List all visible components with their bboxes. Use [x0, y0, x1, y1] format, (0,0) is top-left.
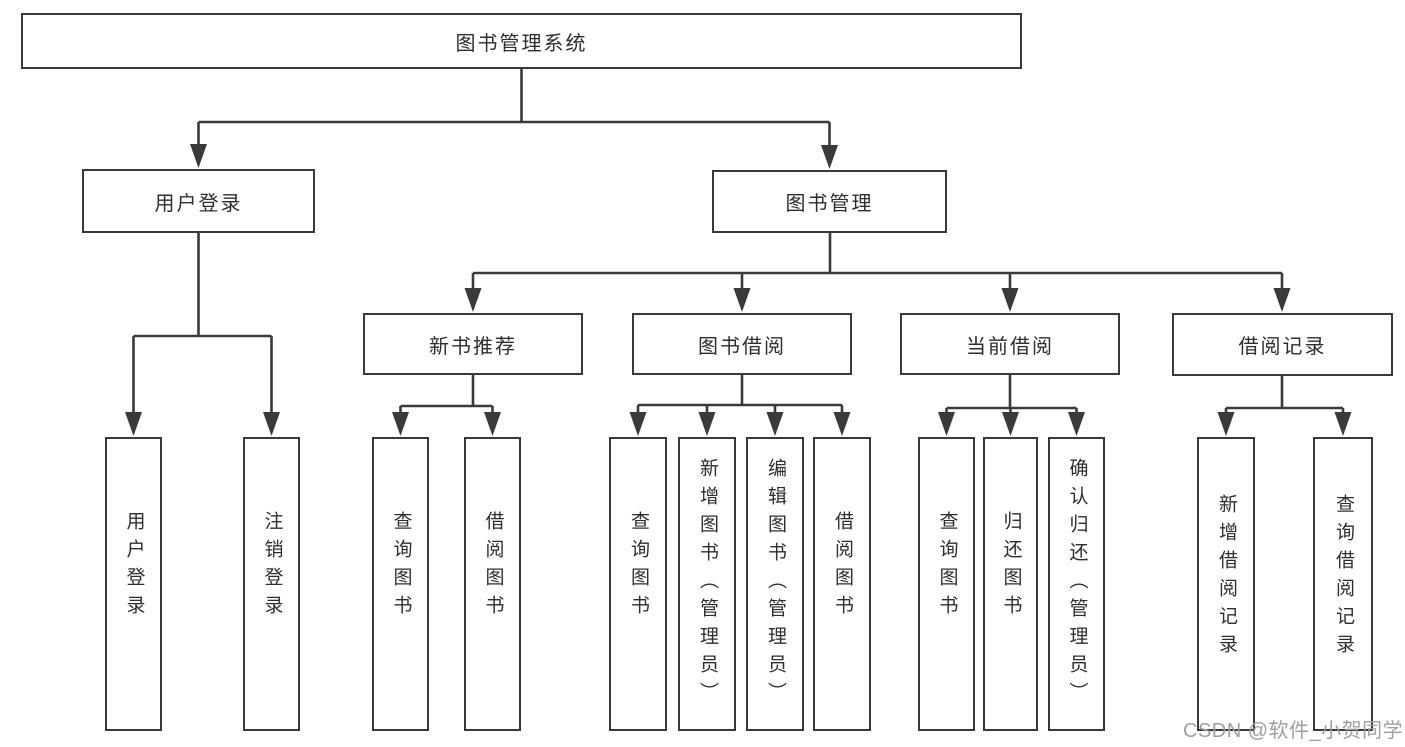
csdn-watermark: CSDN @软件_小贺同学 — [1183, 720, 1404, 742]
node-user-login: 用户登录 — [82, 169, 315, 233]
node-book-management: 图书管理 — [712, 170, 947, 233]
node-library-management-system: 图书管理系统 — [21, 13, 1022, 69]
node-current-borrowing: 当前借阅 — [900, 313, 1120, 375]
leaf-cb-query-books: 查询图书 — [918, 437, 975, 731]
leaf-bb-borrow-books: 借阅图书 — [813, 437, 871, 731]
node-book-borrowing: 图书借阅 — [632, 313, 852, 375]
leaf-logout: 注销登录 — [243, 437, 300, 731]
node-new-book-recommendation: 新书推荐 — [363, 313, 583, 375]
leaf-nr-query-books: 查询图书 — [372, 437, 429, 731]
leaf-br-add-record: 新增借阅记录 — [1197, 437, 1255, 731]
node-borrow-records: 借阅记录 — [1172, 313, 1393, 376]
leaf-bb-add-books-admin: 新增图书（管理员） — [678, 437, 736, 731]
leaf-nr-borrow-books: 借阅图书 — [464, 437, 521, 731]
leaf-cb-return-books: 归还图书 — [983, 437, 1038, 731]
leaf-user-login: 用户登录 — [105, 437, 162, 731]
leaf-cb-confirm-return-admin: 确认归还（管理员） — [1048, 437, 1105, 731]
leaf-bb-edit-books-admin: 编辑图书（管理员） — [746, 437, 804, 731]
leaf-br-query-record: 查询借阅记录 — [1313, 437, 1373, 731]
leaf-bb-query-books: 查询图书 — [609, 437, 667, 731]
